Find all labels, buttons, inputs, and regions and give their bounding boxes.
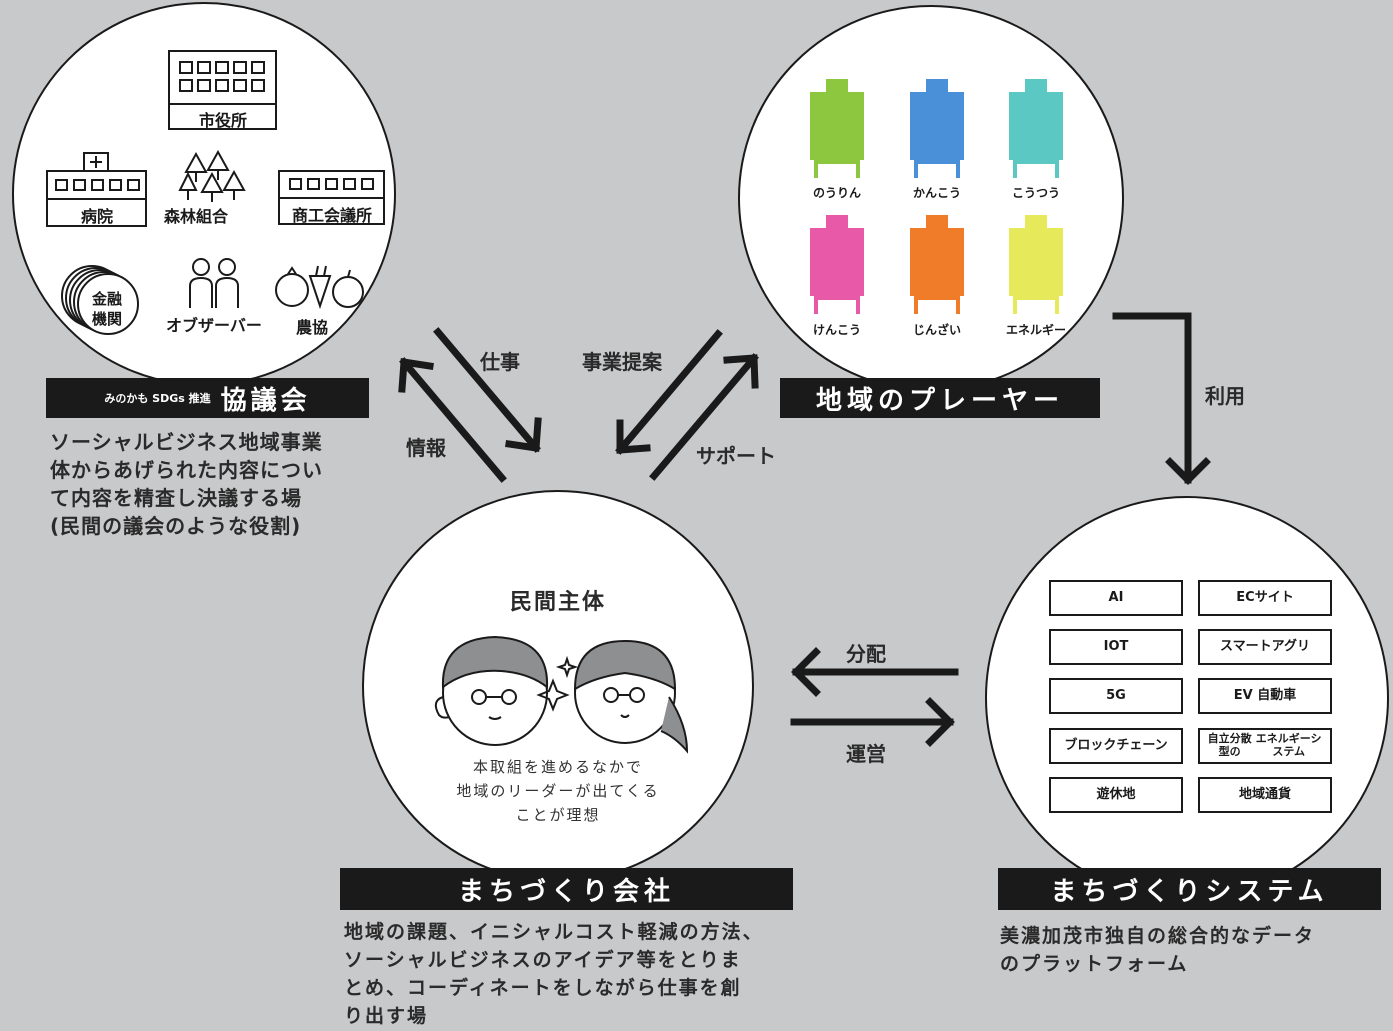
chamber-building-icon xyxy=(278,170,385,225)
company-desc-line: ソーシャルビジネスのアイデア等をとりま xyxy=(344,949,742,971)
chair-icon xyxy=(810,215,864,314)
chair-label: けんこう xyxy=(812,323,861,337)
arrow-label-work: 仕事 xyxy=(480,350,520,374)
coins-icon xyxy=(61,265,139,335)
company-header: 民間主体 xyxy=(509,590,606,615)
finance-label-line2: 機関 xyxy=(92,310,123,328)
company-caption-line: 本取組を進めるなかで xyxy=(472,758,643,776)
arrow-icon xyxy=(791,647,959,697)
arrow-label-operation: 運営 xyxy=(846,742,886,766)
vegetables-icon xyxy=(275,265,364,310)
system-item-local-currency: 地域通貨 xyxy=(1198,777,1332,813)
company-desc-line: り出す場 xyxy=(344,1005,429,1027)
people-icon xyxy=(189,258,239,308)
arrow-icon xyxy=(649,353,759,481)
company-caption-line: 地域のリーダーが出てくる xyxy=(456,782,660,800)
two-faces-illustration xyxy=(434,635,689,754)
arrow-label-support: サポート xyxy=(696,444,776,468)
city-hall-label: 市役所 xyxy=(198,111,247,130)
council-desc-line: 体からあげられた内容につい xyxy=(50,458,323,482)
arrow-icon xyxy=(398,357,507,483)
agri-label: 農協 xyxy=(296,318,329,337)
arrow-icon xyxy=(1112,312,1211,485)
chair-icon xyxy=(910,215,964,314)
system-item-ai: AI xyxy=(1049,580,1183,616)
company-title-bar: まちづくり会社 xyxy=(340,868,793,910)
council-title-small: みのかも SDGs 推進 xyxy=(104,392,211,405)
system-item-energy: 自立分散型のエネルギーシステム xyxy=(1198,728,1332,764)
company-desc-line: とめ、コーディネートをしながら仕事を創 xyxy=(344,977,742,999)
council-title: 協議会 xyxy=(220,385,311,416)
players-circle xyxy=(738,5,1124,391)
company-circle xyxy=(362,490,754,882)
finance-label-line1: 金融 xyxy=(92,290,123,308)
players-title: 地域のプレーヤー xyxy=(815,385,1064,416)
company-caption-line: ことが理想 xyxy=(515,806,601,824)
council-desc-line: て内容を精査し決議する場 xyxy=(50,486,302,510)
system-item-idle-land: 遊休地 xyxy=(1049,777,1183,813)
company-desc-line: 地域の課題、イニシャルコスト軽減の方法、 xyxy=(344,921,764,943)
system-item-smart-agri: スマートアグリ xyxy=(1198,629,1332,665)
system-title-bar: まちづくりシステム xyxy=(998,868,1381,910)
council-desc-line: ソーシャルビジネス地域事業 xyxy=(50,430,323,454)
hospital-label: 病院 xyxy=(80,207,113,226)
face-icon xyxy=(573,639,689,754)
hospital-building-icon xyxy=(46,152,147,227)
system-item-blockchain: ブロックチェーン xyxy=(1049,728,1183,764)
chair-label: エネルギー xyxy=(1005,323,1066,337)
trees-icon xyxy=(178,150,246,202)
players-title-bar: 地域のプレーヤー xyxy=(780,378,1100,418)
chair-icon xyxy=(810,79,864,178)
observer-label: オブザーバー xyxy=(166,316,262,335)
system-item-iot: IOT xyxy=(1049,629,1183,665)
council-description: ソーシャルビジネス地域事業 体からあげられた内容につい て内容を精査し決議する場… xyxy=(50,428,323,540)
arrow-icon xyxy=(433,327,542,453)
company-description: 地域の課題、イニシャルコスト軽減の方法、 ソーシャルビジネスのアイデア等をとりま… xyxy=(344,918,764,1030)
chair-icon xyxy=(1009,215,1063,314)
arrow-label-info: 情報 xyxy=(406,436,446,460)
forestry-label: 森林組合 xyxy=(164,207,229,226)
chair-label: かんこう xyxy=(912,186,961,200)
arrow-label-distribution: 分配 xyxy=(846,642,886,666)
system-item-ec-site: ECサイト xyxy=(1198,580,1332,616)
company-title: まちづくり会社 xyxy=(457,876,675,907)
face-icon xyxy=(434,635,549,746)
system-description: 美濃加茂市独自の総合的なデータ のプラットフォーム xyxy=(1000,922,1315,978)
council-title-bar: みのかも SDGs 推進 協議会 xyxy=(46,378,369,418)
arrow-label-proposal: 事業提案 xyxy=(582,350,662,374)
arrow-icon xyxy=(790,697,955,747)
city-hall-building-icon xyxy=(168,50,277,130)
chair-icon xyxy=(1009,79,1063,178)
chair-icon xyxy=(910,79,964,178)
company-caption: 本取組を進めるなかで 地域のリーダーが出てくる ことが理想 xyxy=(432,755,684,827)
council-desc-line: (民間の議会のような役割) xyxy=(50,514,302,538)
system-item-5g: 5G xyxy=(1049,678,1183,714)
chair-label: こうつう xyxy=(1011,186,1060,200)
arrow-icon xyxy=(615,329,723,455)
system-item-ev: EV 自動車 xyxy=(1198,678,1332,714)
sparkle-icon xyxy=(536,655,579,712)
chair-label: のうりん xyxy=(812,186,861,200)
system-desc-line: 美濃加茂市独自の総合的なデータ xyxy=(1000,925,1316,947)
system-desc-line: のプラットフォーム xyxy=(1000,953,1189,975)
chair-label: じんざい xyxy=(912,323,961,337)
arrow-label-use: 利用 xyxy=(1205,384,1245,408)
chamber-label: 商工会議所 xyxy=(291,206,372,225)
system-title: まちづくりシステム xyxy=(1050,876,1329,907)
